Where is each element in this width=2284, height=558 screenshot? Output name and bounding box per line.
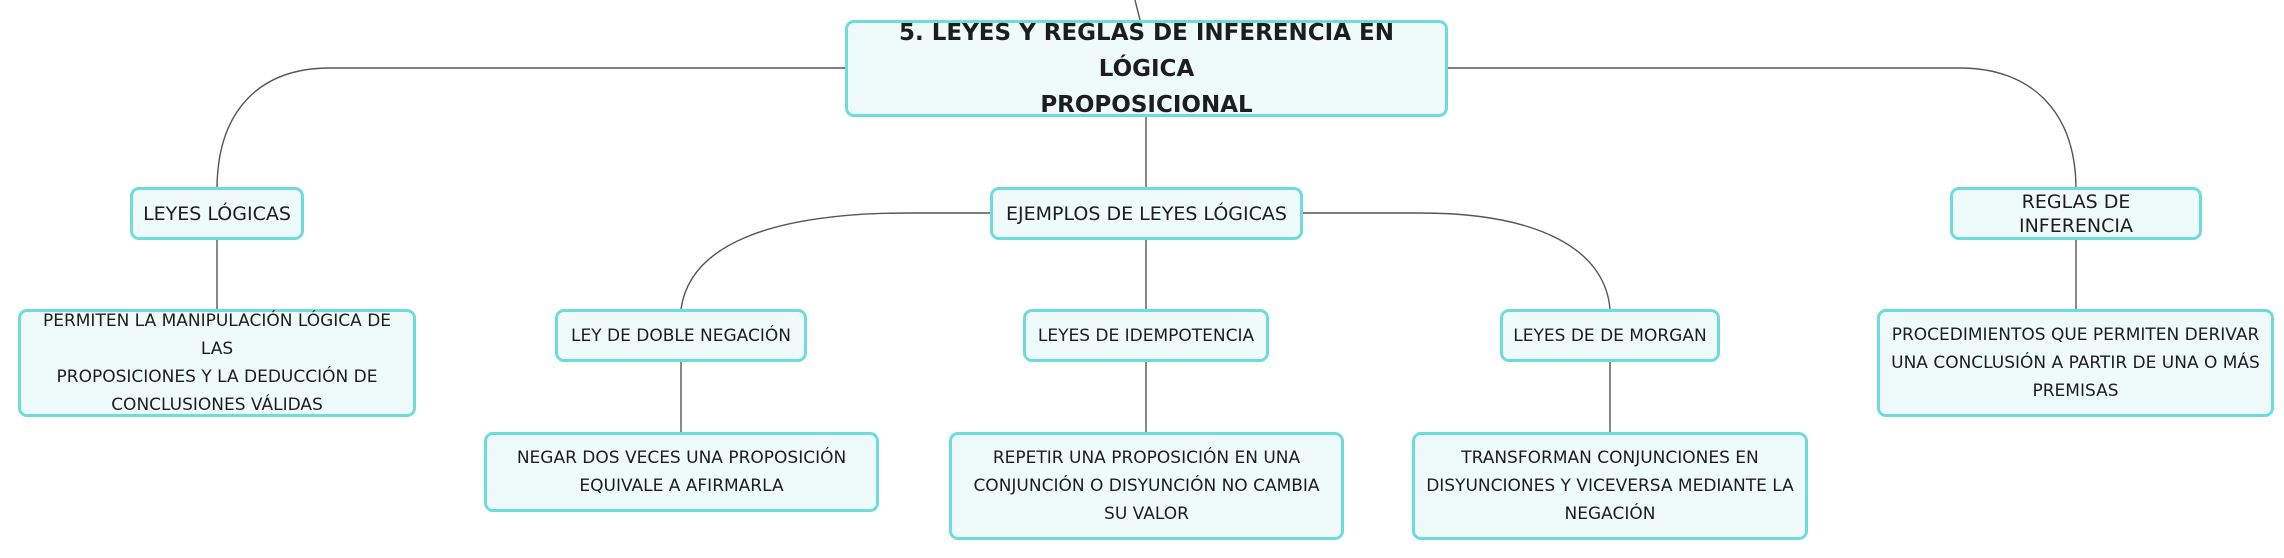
root-title-line1: 5. LEYES Y REGLAS DE INFERENCIA EN LÓGIC… [899,19,1394,82]
desc-line: SU VALOR [1104,504,1189,524]
connector-root-reglas [1448,67,2077,188]
topic-leyes-logicas[interactable]: LEYES LÓGICAS [130,187,304,240]
desc-line: PERMITEN LA MANIPULACIÓN LÓGICA DE LAS [42,311,392,359]
desc-line: TRANSFORMAN CONJUNCIONES EN [1461,448,1759,468]
subtopic-label: LEYES DE DE MORGAN [1513,325,1707,346]
subtopic-de-morgan-descripcion[interactable]: TRANSFORMAN CONJUNCIONES EN DISYUNCIONES… [1412,432,1808,540]
connector-ejemplos-doble [680,212,990,310]
topic-label: LEYES LÓGICAS [143,202,291,225]
subtopic-label: LEYES DE IDEMPOTENCIA [1037,325,1255,346]
desc-line: DISYUNCIONES Y VICEVERSA MEDIANTE LA [1426,476,1794,496]
connector-ejemplos-morgan [1303,212,1611,310]
subtopic-idempotencia-descripcion[interactable]: REPETIR UNA PROPOSICIÓN EN UNA CONJUNCIÓ… [949,432,1344,540]
topic-label: EJEMPLOS DE LEYES LÓGICAS [1006,202,1287,225]
root-topic[interactable]: 5. LEYES Y REGLAS DE INFERENCIA EN LÓGIC… [845,20,1448,118]
desc-line: EQUIVALE A AFIRMARLA [579,476,784,496]
subtopic-label: LEY DE DOBLE NEGACIÓN [571,325,791,346]
connector-root-leyes [216,67,845,188]
desc-line: CONCLUSIONES VÁLIDAS [111,395,323,415]
desc-line: PROCEDIMIENTOS QUE PERMITEN DERIVAR [1891,325,2260,345]
subtopic-leyes-idempotencia[interactable]: LEYES DE IDEMPOTENCIA [1023,309,1269,362]
topic-ejemplos-leyes-logicas[interactable]: EJEMPLOS DE LEYES LÓGICAS [990,187,1303,240]
desc-line: NEGACIÓN [1564,504,1656,524]
subtopic-leyes-logicas-descripcion[interactable]: PERMITEN LA MANIPULACIÓN LÓGICA DE LAS P… [18,309,416,417]
desc-line: PROPOSICIONES Y LA DEDUCCIÓN DE [56,367,378,387]
desc-line: CONJUNCIÓN O DISYUNCIÓN NO CAMBIA [973,476,1320,496]
desc-line: REPETIR UNA PROPOSICIÓN EN UNA [992,448,1301,468]
root-title-line2: PROPOSICIONAL [1040,91,1253,118]
topic-reglas-inferencia[interactable]: REGLAS DE INFERENCIA [1950,187,2202,240]
subtopic-ley-doble-negacion[interactable]: LEY DE DOBLE NEGACIÓN [555,309,807,362]
subtopic-reglas-inferencia-descripcion[interactable]: PROCEDIMIENTOS QUE PERMITEN DERIVAR UNA … [1877,309,2274,417]
desc-line: UNA CONCLUSIÓN A PARTIR DE UNA O MÁS [1891,353,2260,373]
connector-top-stub [1134,0,1141,21]
topic-label: REGLAS DE INFERENCIA [2018,190,2134,237]
desc-line: PREMISAS [2032,381,2119,401]
subtopic-doble-negacion-descripcion[interactable]: NEGAR DOS VECES UNA PROPOSICIÓN EQUIVALE… [484,432,879,512]
subtopic-leyes-de-morgan[interactable]: LEYES DE DE MORGAN [1500,309,1720,362]
desc-line: NEGAR DOS VECES UNA PROPOSICIÓN [516,448,847,468]
